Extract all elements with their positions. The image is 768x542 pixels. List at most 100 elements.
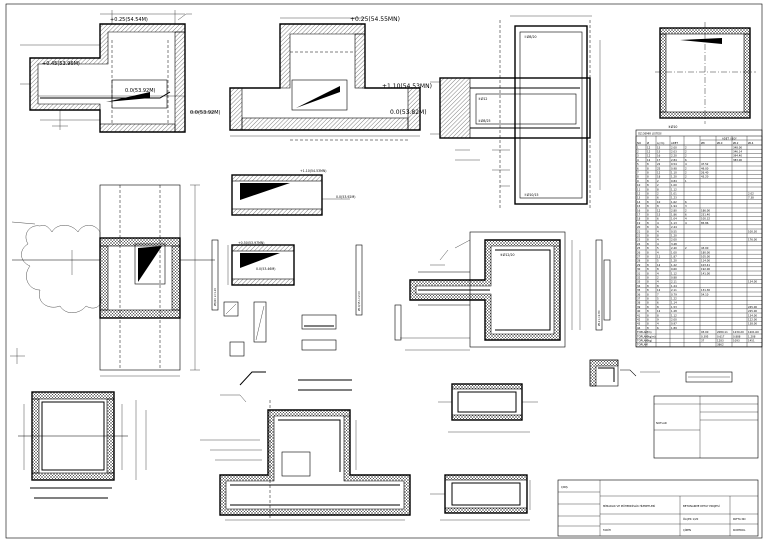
bar-mark: ②Ø10/15 xyxy=(524,192,539,197)
table-cell: 2 xyxy=(685,154,687,158)
table-cell: 8 xyxy=(657,204,659,208)
table-cell: 1201.60 xyxy=(748,330,759,334)
table-cell: 22 xyxy=(637,234,641,238)
table-cell: 8 xyxy=(647,322,649,326)
table-cell: 8 xyxy=(637,175,639,179)
table-cell: 4 xyxy=(657,250,659,254)
table-cell: 43.00 xyxy=(701,246,709,250)
table-cell: 1.22 xyxy=(671,297,677,301)
table-cell: 1.12 xyxy=(671,187,677,191)
table-cell: 8 xyxy=(647,221,649,225)
table-cell: 22 xyxy=(657,162,661,166)
table-cell: 180.00 xyxy=(701,250,710,254)
table-header-cell: Ø12 xyxy=(733,140,739,145)
table-cell: 2 xyxy=(685,166,687,170)
table-cell: 32 xyxy=(637,276,641,280)
title-block: ÇIKIŞ MİMARLIK VE MÜHENDİSLİK HİZMETLERİ… xyxy=(557,479,759,537)
table-header-cell: Ø14 xyxy=(748,140,754,145)
table-cell: TOPLAM xyxy=(637,339,648,343)
table-cell: 383.00 xyxy=(733,158,742,162)
table-cell: 30 xyxy=(637,267,641,271)
table-cell: 1.24 xyxy=(671,284,677,288)
elev-label: +0.25(54.55MN) xyxy=(350,16,400,23)
table-cell: 1.01 xyxy=(671,192,677,196)
table-cell: 24 xyxy=(637,242,641,246)
table-cell: 4 xyxy=(685,162,687,166)
table-cell: 4 xyxy=(637,158,639,162)
elev-label: +1.10(54.53MN) xyxy=(300,169,327,173)
table-cell: 225.00 xyxy=(748,309,757,313)
title-line: BETONARME DETAY PROJESİ xyxy=(683,503,720,508)
elev-label: 0.0(53.82M) xyxy=(390,109,427,116)
table-cell: 6 xyxy=(637,166,639,170)
table-cell: 8 xyxy=(647,175,649,179)
table-cell: 8 xyxy=(647,250,649,254)
table-cell: 85.86 xyxy=(701,221,709,225)
table-header-cell: Ø10 xyxy=(717,140,723,145)
table-cell: 18 xyxy=(657,175,661,179)
table-cell: 8 xyxy=(647,297,649,301)
table-cell: 0.79 xyxy=(671,292,677,296)
table-cell: 0.617 xyxy=(717,334,725,338)
table-cell: 8 xyxy=(647,255,649,259)
table-cell: 20 xyxy=(637,225,641,229)
bar-mark: ③Ø12 xyxy=(478,96,487,101)
table-cell: 12 xyxy=(647,158,651,162)
table-cell: 31 xyxy=(637,271,641,275)
table-cell: 21 xyxy=(637,229,641,233)
table-cell: 8 xyxy=(647,284,649,288)
table-cell: 33 xyxy=(637,280,641,284)
detail-k-sections xyxy=(430,383,538,521)
table-cell: 114.00 xyxy=(701,259,710,263)
table-header-group: ADET / BOY xyxy=(722,137,737,141)
table-cell: 11 xyxy=(637,187,641,191)
table-cell: 2.00 xyxy=(671,318,677,322)
table-cell: 0.98 xyxy=(671,166,677,170)
table-cell: 27 xyxy=(637,255,641,259)
table-cell: (kg/m) xyxy=(647,334,656,338)
table-cell: 8 xyxy=(647,200,649,204)
table-cell: 18 xyxy=(637,217,641,221)
table-cell: 1.23 xyxy=(671,196,677,200)
table-cell: 8 xyxy=(657,284,659,288)
table-cell: 0.54 xyxy=(671,162,677,166)
elev-label: +1.10(54.53MN) xyxy=(382,83,432,90)
table-header-cell: L(cm) xyxy=(657,141,664,145)
table-cell: 2 xyxy=(657,183,659,187)
table-cell: 11 xyxy=(657,255,661,259)
table-cell: 141.00 xyxy=(701,271,710,275)
table-cell: 1451 xyxy=(748,339,755,343)
table-cell: 8 xyxy=(647,179,649,183)
table-cell: 1.28 xyxy=(671,309,677,313)
table-cell: 7 xyxy=(637,171,639,175)
detail-f-sections: +1.10(54.53MN) 0.0(53.92M) +0.50(53.97MN… xyxy=(223,169,355,391)
table-cell: 5 xyxy=(657,246,659,250)
table-cell: 8 xyxy=(657,305,659,309)
table-cell: 15 xyxy=(657,145,661,149)
table-cell: 10 xyxy=(657,200,661,204)
table-cell: 1.53 xyxy=(671,305,677,309)
table-cell: 12 xyxy=(647,154,651,158)
table-cell: 8 xyxy=(647,280,649,284)
elev-label: 0.0(53.92M) xyxy=(190,110,221,116)
